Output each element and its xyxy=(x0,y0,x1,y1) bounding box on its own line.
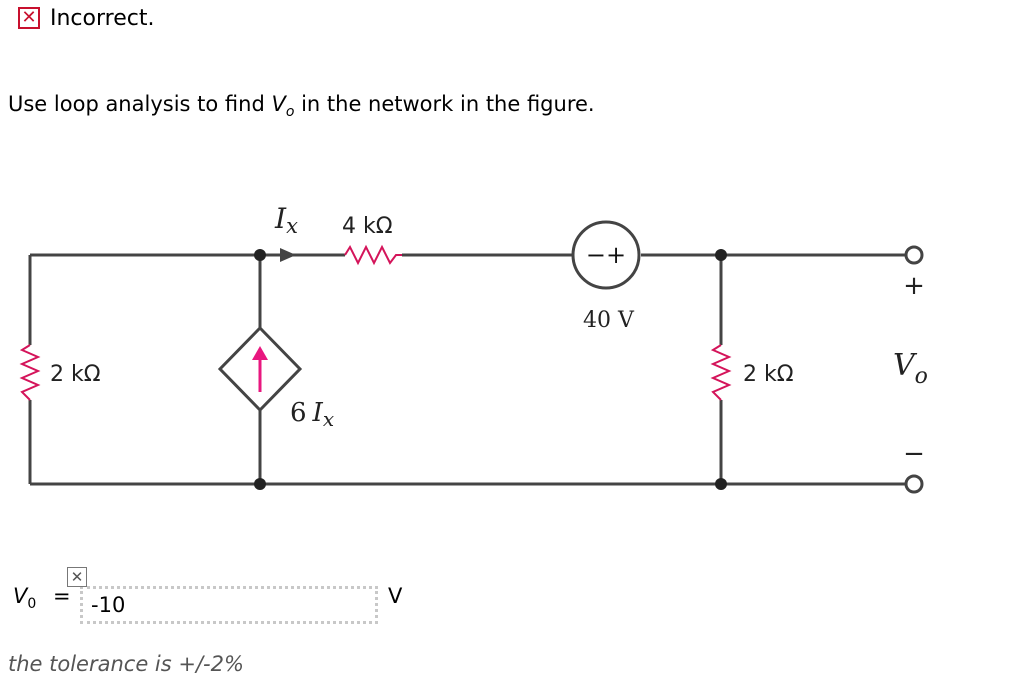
voltage-source-signs: −+ xyxy=(586,241,626,269)
up-arrow-icon xyxy=(252,346,268,360)
question-end: in the network in the figure. xyxy=(294,92,595,116)
resistor-left-symbol xyxy=(19,344,41,401)
status-text: Incorrect. xyxy=(50,5,155,31)
source-value-label: 40 V xyxy=(583,308,635,333)
node-top-mid xyxy=(254,249,266,261)
x-mark-icon: ✕ xyxy=(67,567,87,587)
question-start: Use loop analysis to find xyxy=(8,92,272,116)
question-text: Use loop analysis to find Vo in the netw… xyxy=(8,92,595,120)
resistor-top-label: 4 kΩ xyxy=(342,214,393,239)
ix-label: Ix xyxy=(274,202,298,238)
status-message: ✕ Incorrect. xyxy=(18,3,154,33)
resistor-right-symbol xyxy=(710,344,732,401)
x-mark-icon: ✕ xyxy=(18,7,40,29)
ix-arrow-icon xyxy=(280,248,296,262)
answer-input[interactable] xyxy=(80,586,378,624)
answer-label: V0 xyxy=(13,584,37,613)
tolerance-note: the tolerance is +/-2% xyxy=(8,652,244,676)
resistor-top-symbol xyxy=(344,244,402,266)
node-bottom-mid xyxy=(254,478,266,490)
question-var: V xyxy=(271,92,286,116)
vo-minus-label: − xyxy=(903,439,925,469)
answer-unit: V xyxy=(388,584,403,608)
resistor-left-label: 2 kΩ xyxy=(50,362,101,387)
vo-label: Vo xyxy=(893,348,928,389)
vo-plus-label: + xyxy=(903,271,925,301)
node-bottom-right xyxy=(715,478,727,490)
voltage-source-symbol xyxy=(571,220,641,290)
terminal-bottom xyxy=(904,474,924,494)
terminal-top xyxy=(904,245,924,265)
question-var-sub: o xyxy=(285,104,295,121)
answer-equals: = xyxy=(53,584,71,608)
node-top-right xyxy=(715,249,727,261)
resistor-right-label: 2 kΩ xyxy=(743,362,794,387)
